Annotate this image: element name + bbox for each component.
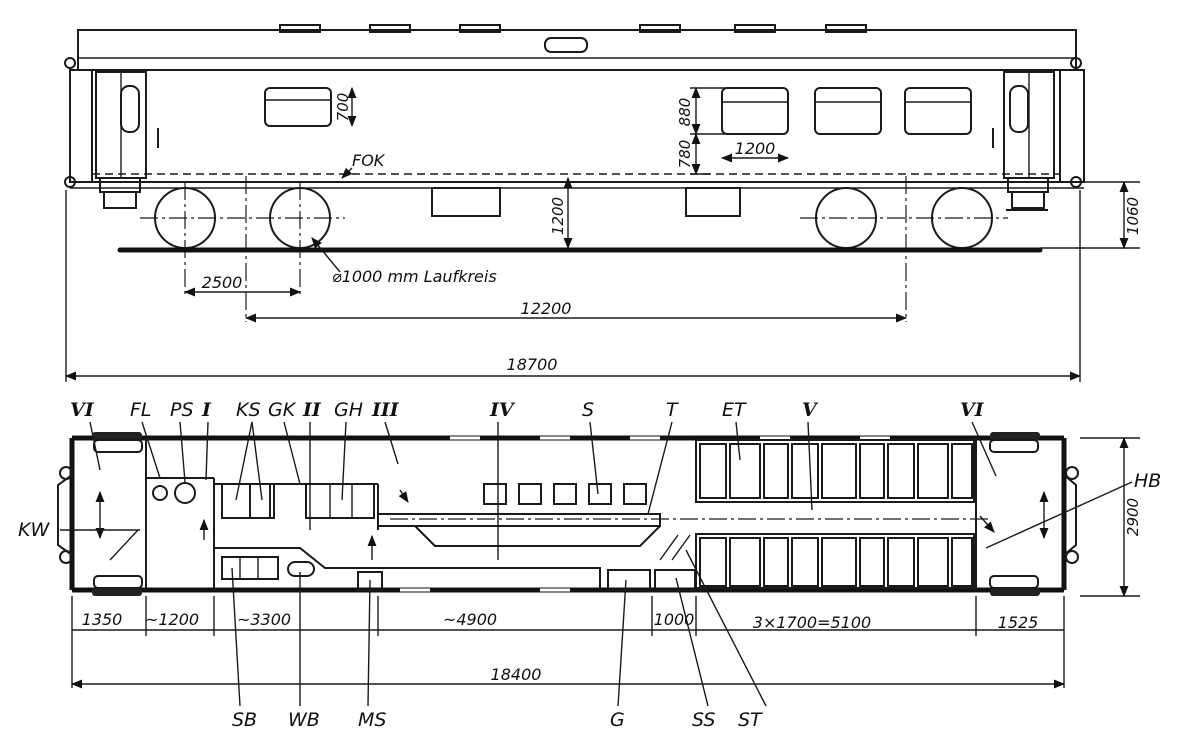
underfloor-box bbox=[685, 187, 741, 217]
room-ii: II bbox=[302, 399, 322, 421]
label-t: T bbox=[666, 399, 679, 421]
label-fok: FOK bbox=[352, 151, 386, 170]
equipment-labels: FL PS KS GK GH S T ET HB KW SB WB MS G S… bbox=[18, 399, 1161, 731]
window bbox=[721, 87, 789, 135]
label-et: ET bbox=[722, 399, 747, 421]
dim-window-top: 880 bbox=[676, 98, 694, 127]
bogies bbox=[140, 176, 1008, 322]
label-ms: MS bbox=[358, 709, 386, 731]
roof bbox=[77, 24, 1077, 71]
dim-5100: 3×1700=5100 bbox=[753, 613, 871, 632]
dim-width: 2900 bbox=[1124, 498, 1142, 536]
vestibule-left bbox=[57, 432, 147, 596]
plan-dimensions: 1350 ~1200 ~3300 ~4900 1000 3×1700=5100 … bbox=[70, 436, 1142, 689]
plan-view: VI I II III IV V VI FL PS KS GK GH S T E… bbox=[18, 399, 1161, 731]
label-ss: SS bbox=[692, 709, 715, 731]
label-sb: SB bbox=[232, 709, 257, 731]
underfloor-box bbox=[431, 187, 501, 217]
dim-bogie-centers: 12200 bbox=[521, 299, 572, 318]
dim-window-height: 700 bbox=[334, 93, 352, 122]
service-compartments bbox=[146, 477, 601, 591]
label-gk: GK bbox=[268, 399, 297, 421]
dim-window-width: 1200 bbox=[735, 139, 776, 158]
label-kw: KW bbox=[18, 519, 50, 541]
label-st: ST bbox=[738, 709, 763, 731]
side-dimensions: 700 880 780 1200 1200 1060 FOK 2500 ⌀100… bbox=[64, 86, 1142, 382]
window bbox=[814, 87, 882, 135]
label-g: G bbox=[610, 709, 625, 731]
wall-windows bbox=[400, 436, 890, 592]
dim-1200: ~1200 bbox=[145, 610, 199, 629]
label-ps: PS bbox=[170, 399, 194, 421]
dim-1000: 1000 bbox=[654, 610, 695, 629]
seating-v bbox=[695, 439, 995, 589]
window bbox=[264, 87, 332, 127]
window bbox=[904, 87, 972, 135]
dim-1525: 1525 bbox=[998, 613, 1039, 632]
dim-1350: 1350 bbox=[82, 610, 123, 629]
label-gh: GH bbox=[334, 399, 363, 421]
dim-3300: ~3300 bbox=[237, 610, 291, 629]
label-ks: KS bbox=[236, 399, 261, 421]
room-iv: IV bbox=[489, 399, 516, 421]
dim-buffer-height: 1060 bbox=[1124, 197, 1142, 235]
dim-body-length: 18400 bbox=[491, 665, 542, 684]
label-hb: HB bbox=[1134, 470, 1161, 492]
room-i: I bbox=[201, 399, 212, 421]
car-body bbox=[69, 69, 1085, 189]
lounge-iv bbox=[378, 483, 990, 591]
room-v: V bbox=[802, 399, 819, 421]
label-wb: WB bbox=[288, 709, 320, 731]
room-vi-right: VI bbox=[960, 399, 985, 421]
room-vi-left: VI bbox=[70, 399, 95, 421]
dim-length-over-buffers: 18700 bbox=[507, 355, 558, 374]
dim-wheelbase: 2500 bbox=[202, 273, 243, 292]
dim-4900: ~4900 bbox=[443, 610, 497, 629]
label-wheel-diameter: ⌀1000 mm Laufkreis bbox=[332, 267, 497, 286]
room-labels: VI I II III IV V VI bbox=[70, 399, 985, 421]
vestibule-right bbox=[975, 432, 1079, 596]
dim-window-sill: 780 bbox=[676, 140, 694, 169]
room-iii: III bbox=[371, 399, 400, 421]
dim-floor-height: 1200 bbox=[549, 197, 567, 235]
side-elevation: 700 880 780 1200 1200 1060 FOK 2500 ⌀100… bbox=[64, 24, 1142, 382]
label-fl: FL bbox=[130, 399, 152, 421]
buffers bbox=[64, 57, 1082, 211]
label-s: S bbox=[582, 399, 594, 421]
